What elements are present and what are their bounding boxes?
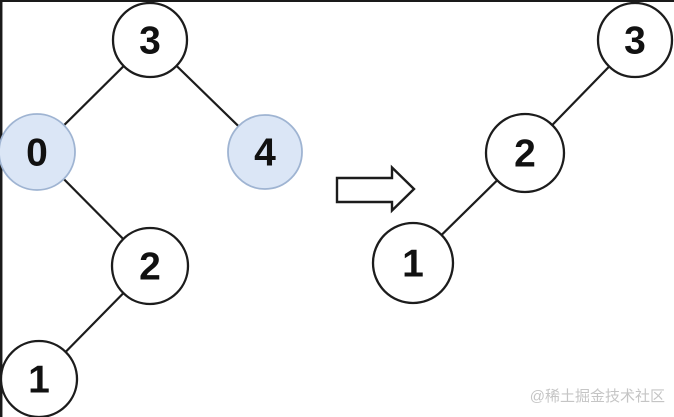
after-node-3: 3 [596, 1, 674, 79]
before-tree-edges [36, 39, 266, 380]
before-node-2-circle [110, 226, 190, 306]
before-node-3-label: 3 [139, 20, 161, 63]
before-node-0-circle [0, 113, 76, 191]
before-node-4: 4 [227, 114, 303, 190]
after-node-1: 1 [371, 221, 455, 305]
after-node-2: 2 [484, 112, 566, 194]
after-node-2-label: 2 [514, 133, 536, 176]
before-node-4-circle [227, 114, 303, 190]
before-node-4-label: 4 [254, 132, 276, 175]
before-node-1-circle [0, 339, 79, 417]
before-tree: 3 0 4 2 1 [0, 1, 303, 417]
after-tree: 3 2 1 [371, 1, 674, 305]
before-node-2: 2 [110, 226, 190, 306]
before-node-1: 1 [0, 339, 79, 417]
before-node-0: 0 [0, 113, 76, 191]
before-node-3: 3 [111, 1, 189, 79]
before-node-1-label: 1 [28, 359, 50, 402]
watermark-text: @稀土掘金技术社区 [530, 388, 665, 405]
before-node-3-circle [111, 1, 189, 79]
after-node-1-label: 1 [402, 243, 424, 286]
before-node-2-label: 2 [139, 246, 161, 289]
after-node-2-circle [484, 112, 566, 194]
right-arrow-icon [335, 164, 416, 214]
before-node-0-label: 0 [26, 132, 48, 175]
after-node-3-label: 3 [624, 20, 646, 63]
after-node-3-circle [596, 1, 674, 79]
after-node-1-circle [371, 221, 455, 305]
